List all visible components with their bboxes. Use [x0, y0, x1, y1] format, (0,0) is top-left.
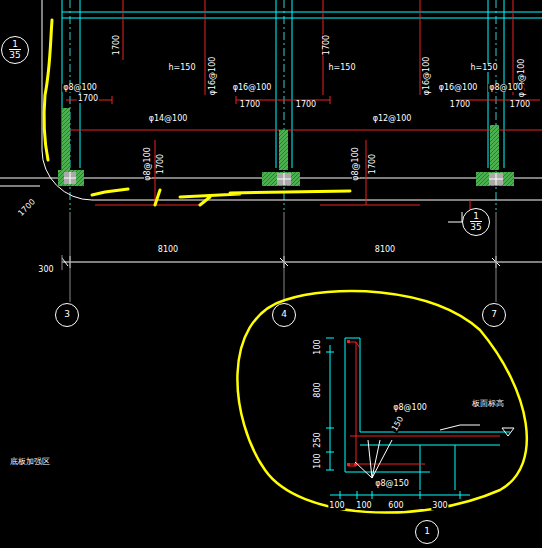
grid-bubble: 4: [272, 303, 296, 327]
bubble-text: 1: [473, 212, 479, 221]
dimension-label: φ8@100: [488, 84, 524, 92]
dimension-label: φ16@100: [232, 84, 273, 92]
dimension-label: 100: [328, 502, 345, 510]
dimension-label: φ8@100: [144, 146, 152, 182]
dimension-label: φ16@100: [438, 84, 479, 92]
detail-callout: 135: [462, 208, 490, 236]
bubble-text: 35: [9, 49, 20, 60]
dimension-label: 1700: [369, 153, 377, 175]
dimension-label: 底板加强区: [9, 458, 51, 466]
bubble-text: 7: [491, 310, 497, 319]
dimension-label: 1700: [77, 95, 99, 103]
dimension-label: φ8@150: [374, 480, 410, 488]
dimension-label: h=150: [327, 64, 356, 72]
detail-callout: 135: [1, 36, 29, 64]
dimension-label: 1700: [449, 101, 471, 109]
dimension-label: 1700: [16, 197, 37, 218]
dimension-label: 300: [37, 266, 54, 274]
dimension-label: h=150: [167, 64, 196, 72]
dimension-label: 600: [387, 502, 404, 510]
grid-bubble: 1: [415, 520, 439, 544]
dimension-label: φ16@100: [423, 56, 431, 97]
dimension-label: φ8@100: [352, 146, 360, 182]
bubble-text: 35: [470, 221, 481, 232]
dimension-label: 1700: [323, 34, 331, 56]
dimension-label: φ12@100: [372, 115, 413, 123]
dimension-label: 100: [355, 502, 372, 510]
bubble-text: 4: [281, 310, 287, 319]
dimension-label: 100: [314, 452, 322, 469]
dimension-label: 250: [314, 431, 322, 448]
dimension-label: 板面标高: [471, 400, 505, 408]
dimension-label: 150: [390, 415, 406, 434]
dimension-label: 300: [431, 502, 448, 510]
bubble-text: 1: [12, 40, 18, 49]
dimension-label: 1700: [239, 101, 261, 109]
dimension-label: φ16@100: [209, 56, 217, 97]
dimension-label: φ8@100: [392, 404, 428, 412]
bubble-text: 1: [424, 527, 430, 536]
dimension-label: 8100: [374, 246, 396, 254]
dimension-label: φ16@100: [518, 58, 526, 99]
bubble-text: 3: [64, 310, 70, 319]
dimension-label: 1700: [509, 101, 531, 109]
dimension-label: 1700: [157, 153, 165, 175]
dimension-label: 800: [314, 381, 322, 398]
dimension-label: φ14@100: [148, 115, 189, 123]
dimension-label: φ8@100: [62, 84, 98, 92]
dimension-label: 1700: [295, 101, 317, 109]
grid-bubble: 7: [482, 303, 506, 327]
dimension-label: 8100: [157, 246, 179, 254]
dimension-label: 1700: [113, 34, 121, 56]
grid-bubble: 3: [55, 303, 79, 327]
dimension-label: h=150: [469, 64, 498, 72]
dimension-label: 100: [314, 338, 322, 355]
